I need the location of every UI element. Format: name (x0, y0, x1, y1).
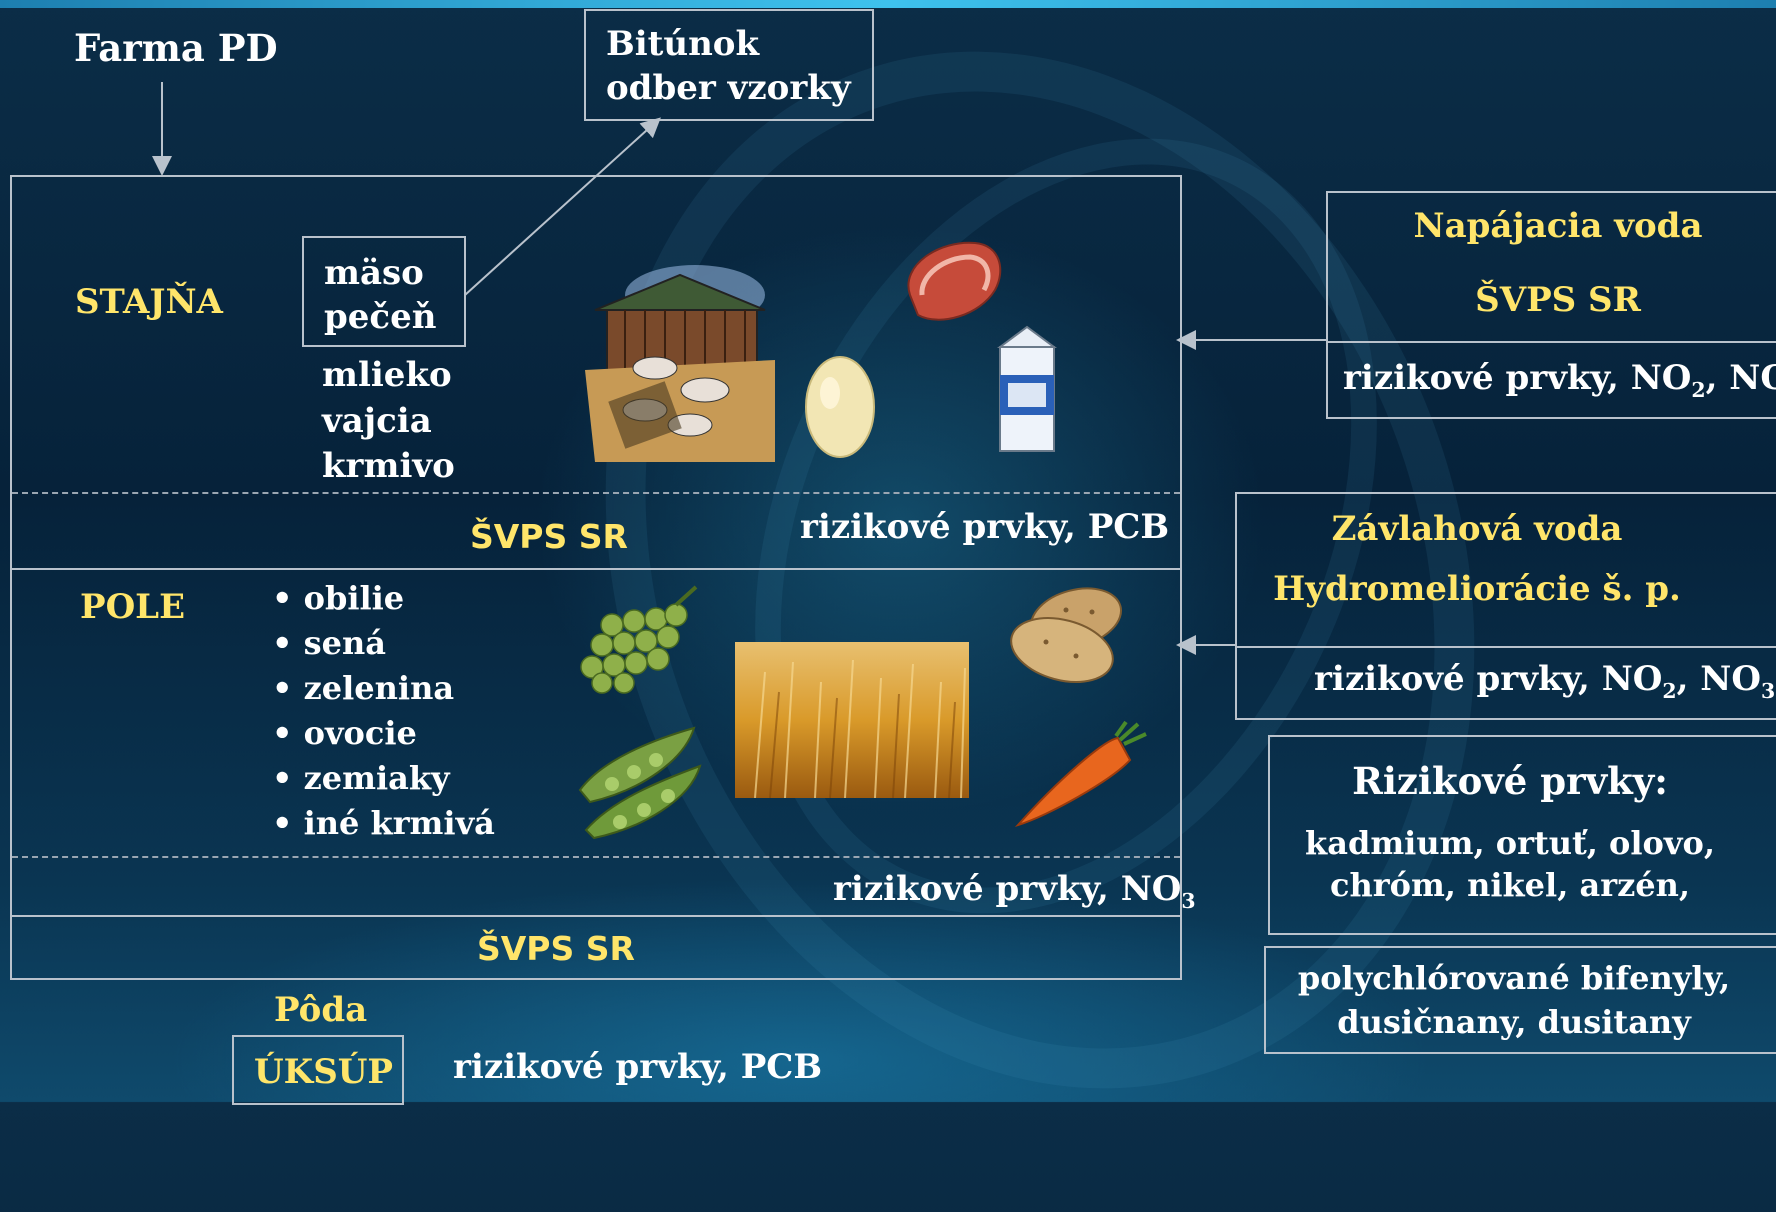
list-item: • ovocie (272, 714, 417, 752)
main-frame (10, 175, 1182, 980)
bitunok-arrow (464, 117, 661, 296)
top-accent-line (0, 0, 1776, 8)
rizikove-box: Rizikové prvky: kadmium, ortuť, olovo, c… (1268, 735, 1776, 935)
zavlahova-risk-sub-b: 3 (1760, 678, 1776, 703)
wheat-field-icon (735, 642, 969, 798)
feed-label: krmivo (322, 446, 455, 486)
peas-icon (578, 726, 702, 840)
napajacia-divider (1328, 341, 1776, 343)
list-item: • sená (272, 624, 386, 662)
napajacia-risk-sub-a: 2 (1691, 377, 1706, 402)
bitunok-line1: Bitúnok (606, 24, 760, 64)
polychlor-line1: polychlórované bifenyly, (1297, 959, 1731, 997)
list-item: • obilie (272, 579, 405, 617)
list-item: • iné krmivá (272, 804, 495, 842)
napajacia-box: Napájacia voda ŠVPS SR rizikové prvky, N… (1326, 191, 1776, 419)
zavlahova-title: Závlahová voda (1331, 509, 1623, 549)
zavlahova-risk: rizikové prvky, NO2, NO3 (1314, 659, 1775, 701)
zavlahova-risk-b: , NO (1676, 659, 1761, 699)
rizikove-title: Rizikové prvky: (1352, 759, 1668, 803)
zavlahova-divider (1237, 646, 1776, 648)
potato-icon (1010, 587, 1123, 683)
pole-band-divider (12, 915, 1180, 917)
meat-label: mäso (324, 253, 424, 293)
zavlahova-org: Hydromeliorácie š. p. (1273, 569, 1681, 609)
bitunok-line2: odber vzorky (606, 68, 851, 108)
egg-icon (805, 356, 875, 458)
liver-label: pečeň (324, 297, 437, 337)
pole-label: POLE (80, 587, 186, 627)
crop-list: • obilie • sená • zelenina • ovocie • ze… (272, 576, 495, 846)
zavlahova-risk-sub-a: 2 (1662, 678, 1677, 703)
pole-band-org: ŠVPS SR (477, 929, 635, 968)
napajacia-risk-b: , NO (1705, 358, 1776, 398)
pole-divider (12, 856, 1180, 858)
polychlor-line2: dusičnany, dusitany (1337, 1003, 1691, 1041)
napajacia-risk: rizikové prvky, NO2, NO3 (1343, 358, 1776, 400)
pig-barn-icon (585, 265, 775, 462)
stajna-divider (12, 492, 1180, 494)
zavlahova-risk-a: rizikové prvky, NO (1314, 659, 1663, 699)
list-item: • zemiaky (272, 759, 450, 797)
napajacia-title: Napájacia voda (1413, 206, 1703, 246)
bitunok-box: Bitúnok odber vzorky (584, 9, 874, 121)
zavlahova-box: Závlahová voda Hydromeliorácie š. p. riz… (1235, 492, 1776, 720)
milk-label: mlieko (322, 355, 452, 395)
meat-icon (907, 241, 1002, 321)
pole-risk-subscript: 3 (1181, 888, 1196, 913)
pole-risk: rizikové prvky, NO3 (833, 869, 1196, 911)
uksup-label: ÚKSÚP (254, 1052, 393, 1092)
stajna-label: STAJŇA (75, 282, 223, 322)
stajna-band-risk: rizikové prvky, PCB (800, 507, 1170, 547)
stajna-band-org: ŠVPS SR (470, 517, 628, 556)
polychlor-box: polychlórované bifenyly, dusičnany, dusi… (1264, 946, 1776, 1054)
grapes-icon (580, 585, 698, 694)
eggs-label: vajcia (322, 401, 432, 441)
napajacia-risk-a: rizikové prvky, NO (1343, 358, 1692, 398)
poda-label: Pôda (274, 990, 368, 1030)
farm-title: Farma PD (74, 26, 278, 70)
rizikove-line1: kadmium, ortuť, olovo, (1305, 824, 1715, 862)
poda-risk: rizikové prvky, PCB (453, 1047, 823, 1087)
connector-lines (152, 82, 1328, 655)
napajacia-org: ŠVPS SR (1475, 280, 1641, 320)
pole-risk-text: rizikové prvky, NO (833, 869, 1182, 909)
meat-liver-box: mäso pečeň (302, 236, 466, 347)
stajna-band-divider (12, 568, 1180, 570)
rizikove-line2: chróm, nikel, arzén, (1329, 866, 1690, 904)
carrot-icon (1014, 720, 1147, 827)
milk-carton-icon (996, 325, 1058, 452)
list-item: • zelenina (272, 669, 455, 707)
uksup-box: ÚKSÚP (232, 1035, 404, 1105)
